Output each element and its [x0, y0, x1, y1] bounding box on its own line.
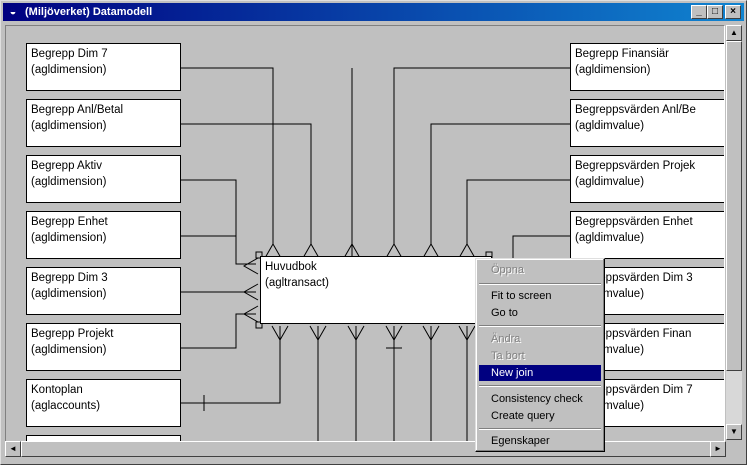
window-title: (Miljöverket) Datamodell: [25, 6, 153, 18]
entity-box[interactable]: Begrepp Aktiv (agldimension): [26, 155, 181, 203]
entity-box[interactable]: Begreppsvärden Enhet (agldimvalue): [570, 211, 724, 259]
entity-table: (agldimension): [31, 120, 107, 132]
entity-box[interactable]: Begrepp Dim 7 (agldimension): [26, 43, 181, 91]
entity-name: Begreppsvärden Enhet: [575, 216, 693, 228]
menu-item-delete[interactable]: Ta bort: [491, 350, 525, 362]
entity-name: Begrepp Aktiv: [31, 160, 102, 172]
entity-box[interactable]: Kontoplan (aglaccounts): [26, 379, 181, 427]
entity-name: Begrepp Enhet: [31, 216, 108, 228]
entity-table: (agldimension): [31, 288, 107, 300]
scroll-left-button[interactable]: ◄: [5, 441, 21, 457]
entity-name: Begreppsvärden Anl/Be: [575, 104, 696, 116]
title-bar[interactable]: ◒ (Miljöverket) Datamodell _ □ ×: [3, 3, 744, 21]
entity-table: (agldimension): [31, 232, 107, 244]
entity-table: (agldimvalue): [575, 176, 645, 188]
scroll-down-button[interactable]: ▼: [726, 424, 742, 440]
entity-name: Begrepp Finansiär: [575, 48, 669, 60]
minimize-button[interactable]: _: [691, 5, 707, 19]
entity-box[interactable]: Begreppsvärden Anl/Be (agldimvalue): [570, 99, 724, 147]
menu-item-open[interactable]: Öppna: [491, 264, 525, 276]
entity-table: (agldimvalue): [575, 232, 645, 244]
scroll-up-button[interactable]: ▲: [726, 25, 742, 41]
menu-item-fit-to-screen[interactable]: Fit to screen: [491, 290, 552, 302]
horizontal-scroll-thumb[interactable]: [21, 441, 711, 457]
entity-box[interactable]: Begrepp Finansiär (agldimension): [570, 43, 724, 91]
entity-name: Begreppsvärden Projek: [575, 160, 696, 172]
entity-box[interactable]: Begrepp Dim 3 (agldimension): [26, 267, 181, 315]
entity-name: Huvudbok: [265, 261, 317, 273]
context-menu: Öppna Fit to screen Go to Ändra Ta bort …: [475, 258, 605, 452]
menu-item-consistency-check[interactable]: Consistency check: [491, 393, 583, 405]
maximize-button[interactable]: □: [707, 5, 723, 19]
app-icon[interactable]: ◒: [9, 6, 17, 18]
scroll-right-button[interactable]: ►: [710, 441, 726, 457]
entity-name: Begrepp Projekt: [31, 328, 114, 340]
scroll-corner: [726, 441, 742, 457]
entity-box[interactable]: Begreppsvärden Projek (agldimvalue): [570, 155, 724, 203]
entity-table: (agldimension): [31, 344, 107, 356]
entity-table: (agldimension): [31, 176, 107, 188]
vertical-scrollbar[interactable]: ▲ ▼: [726, 25, 742, 440]
diagram-canvas[interactable]: Begrepp Dim 7 (agldimension) Begrepp Anl…: [5, 25, 725, 442]
close-button[interactable]: ×: [725, 5, 741, 19]
entity-box-partial[interactable]: [26, 435, 181, 441]
entity-box[interactable]: Begrepp Enhet (agldimension): [26, 211, 181, 259]
menu-item-new-join[interactable]: New join: [479, 365, 601, 381]
menu-item-create-query[interactable]: Create query: [491, 410, 555, 422]
entity-table: (aglaccounts): [31, 400, 101, 412]
entity-name: Begrepp Anl/Betal: [31, 104, 124, 116]
horizontal-scrollbar[interactable]: ◄ ►: [5, 441, 726, 457]
entity-table: (agltransact): [265, 277, 329, 289]
menu-item-edit[interactable]: Ändra: [491, 333, 521, 345]
entity-table: (agldimension): [575, 64, 651, 76]
menu-separator: [479, 283, 601, 285]
entity-name: Begrepp Dim 7: [31, 48, 108, 60]
menu-separator: [479, 385, 601, 387]
relationship-lines: [181, 67, 570, 441]
entity-table: (agldimension): [31, 64, 107, 76]
entity-box[interactable]: Begrepp Projekt (agldimension): [26, 323, 181, 371]
entity-name: Kontoplan: [31, 384, 83, 396]
menu-item-properties[interactable]: Egenskaper: [491, 435, 550, 447]
entity-table: (agldimvalue): [575, 120, 645, 132]
menu-separator: [479, 325, 601, 327]
entity-name: Begrepp Dim 3: [31, 272, 108, 284]
center-entity-huvudbok[interactable]: Huvudbok (agltransact): [260, 256, 492, 324]
menu-item-go-to[interactable]: Go to: [491, 307, 518, 319]
entity-box[interactable]: Begrepp Anl/Betal (agldimension): [26, 99, 181, 147]
vertical-scroll-thumb[interactable]: [726, 41, 742, 371]
menu-separator: [479, 428, 601, 430]
